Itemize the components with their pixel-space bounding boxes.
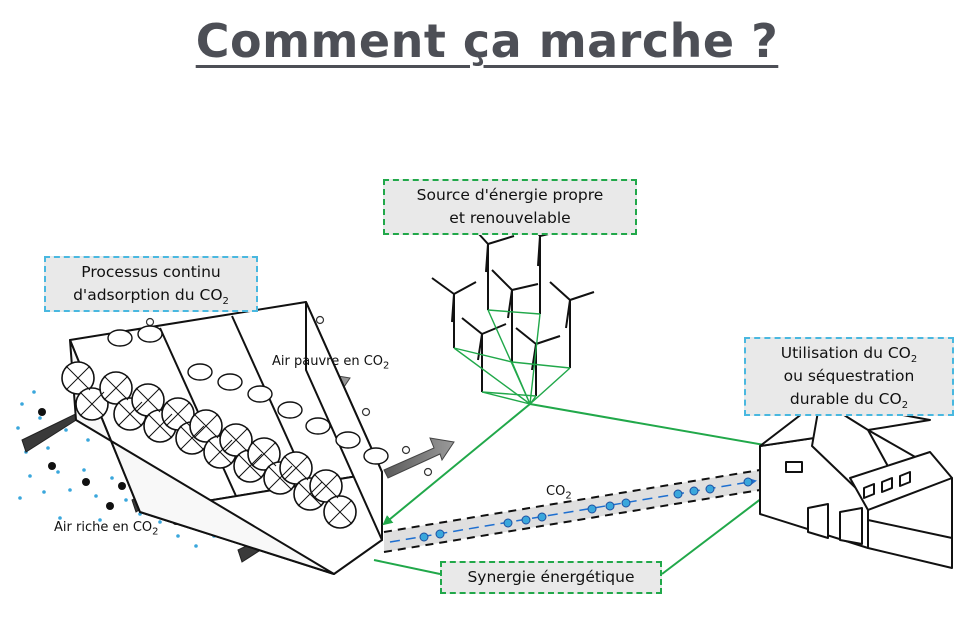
air-rich-label: Air riche en CO2: [54, 520, 159, 538]
turbine-3: [431, 277, 477, 348]
air-poor-sub: 2: [383, 360, 390, 372]
turbine-4: [491, 269, 539, 362]
storage-building: [759, 399, 953, 569]
energy-source-line1: Source d'énergie propre: [416, 186, 604, 204]
adsorption-line1: Processus continu: [81, 263, 221, 281]
synergy-to-building-line: [661, 491, 771, 575]
synergy-text: Synergie énergétique: [467, 568, 635, 586]
top-fans: [107, 325, 389, 465]
adsorption-line2-text: d'adsorption du CO: [73, 286, 223, 304]
adsorption-line2-sub: 2: [222, 296, 229, 308]
synergy-to-unit-line: [373, 559, 441, 575]
adsorption-line2: d'adsorption du CO2: [52, 284, 250, 307]
air-poor-label: Air pauvre en CO2: [272, 354, 390, 372]
fan-blades: [65, 365, 353, 525]
synergy-label: Synergie énergétique: [440, 561, 662, 594]
utilisation-line3: durable du CO2: [752, 388, 946, 411]
utilisation-line3-sub: 2: [901, 400, 909, 412]
turbine-1: [467, 221, 515, 310]
utilisation-line3-text: durable du CO: [789, 390, 902, 408]
energy-to-building-line: [529, 403, 771, 447]
air-rich-text: Air riche en CO: [54, 520, 153, 535]
turbine-6: [461, 317, 507, 392]
pipe-co2-sub: 2: [565, 490, 572, 502]
energy-source-label: Source d'énergie propre et renouvelable: [383, 179, 637, 235]
co2-flow-dots: [419, 477, 753, 542]
utilisation-line1: Utilisation du CO2: [752, 342, 946, 365]
adsorption-label: Processus continu d'adsorption du CO2: [44, 256, 258, 312]
page-title: Comment ça marche ?: [195, 14, 779, 68]
air-poor-text: Air pauvre en CO: [272, 354, 384, 369]
turbine-grid-wires: [453, 309, 571, 405]
utilisation-line2: ou séquestration: [783, 367, 915, 385]
turbine-5: [549, 281, 595, 368]
air-rich-sub: 2: [152, 526, 159, 538]
energy-to-unit-arrow: [382, 403, 531, 526]
co2-pipeline: [383, 469, 761, 553]
utilisation-line1-sub: 2: [910, 354, 918, 366]
pipe-co2-label: CO2: [546, 484, 572, 502]
pipe-co2-text: CO: [546, 484, 566, 499]
energy-source-line2: et renouvelable: [449, 209, 571, 227]
utilisation-label: Utilisation du CO2 ou séquestration dura…: [744, 337, 954, 416]
utilisation-line1-text: Utilisation du CO: [780, 344, 911, 362]
